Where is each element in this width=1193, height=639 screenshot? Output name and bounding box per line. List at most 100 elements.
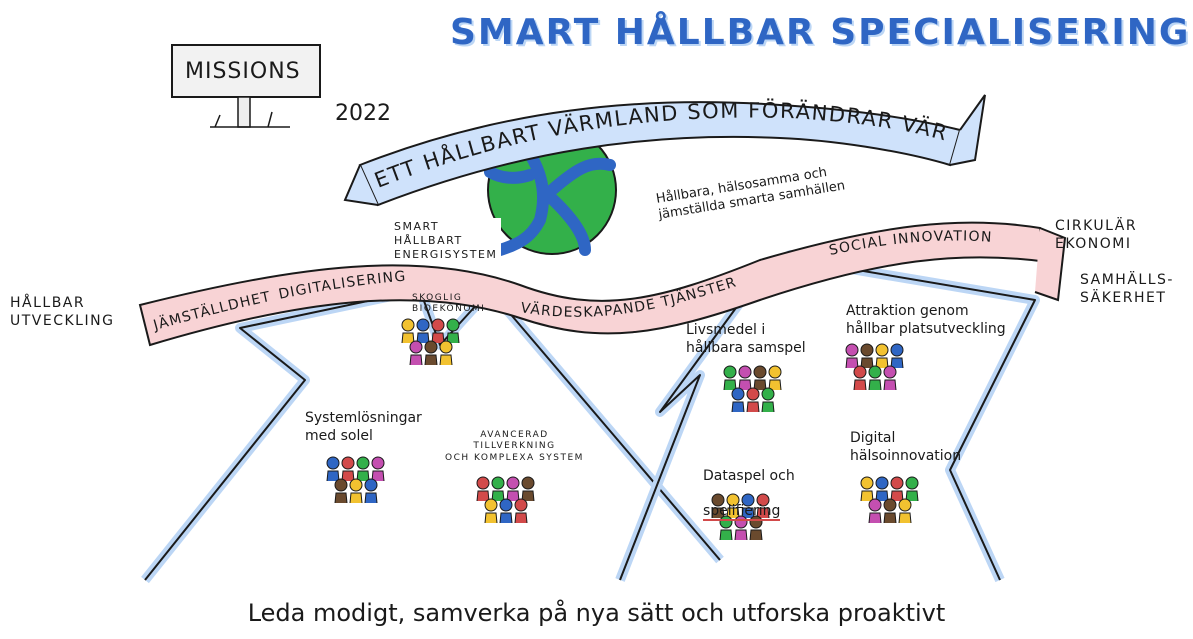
area-attraktion: Attraktion genom hållbar platsutveckling — [846, 303, 1006, 337]
person — [883, 498, 897, 512]
person — [898, 512, 912, 524]
person — [845, 343, 859, 357]
person — [853, 365, 867, 379]
person — [356, 456, 370, 470]
person — [868, 512, 882, 524]
person — [731, 387, 745, 401]
person — [364, 492, 378, 504]
area-digital-halsa: Digital hälsoinnovation — [850, 430, 962, 464]
person — [883, 512, 897, 524]
person — [768, 365, 782, 379]
person — [875, 490, 889, 502]
person — [499, 512, 513, 524]
person — [738, 379, 752, 391]
person — [341, 456, 355, 470]
person — [356, 470, 370, 482]
person — [521, 476, 535, 490]
person — [719, 515, 733, 529]
person — [326, 470, 340, 482]
label-cirkular-ekonomi: CIRKULÄR EKONOMI — [1055, 218, 1138, 252]
person — [734, 529, 748, 541]
people-group — [723, 365, 782, 413]
person — [334, 492, 348, 504]
people-group — [711, 493, 770, 541]
person — [746, 401, 760, 413]
area-livsmedel: Livsmedel i hållbara samspel — [686, 322, 806, 356]
person — [761, 387, 775, 401]
person — [416, 332, 430, 344]
person — [726, 493, 740, 507]
person — [491, 490, 505, 502]
person — [484, 498, 498, 512]
person — [883, 365, 897, 379]
year-label: 2022 — [335, 101, 391, 126]
person — [741, 507, 755, 519]
person — [875, 476, 889, 490]
area-systemlosningar: Systemlösningar med solel — [305, 410, 422, 444]
person — [409, 354, 423, 366]
person — [506, 490, 520, 502]
person — [349, 478, 363, 492]
person — [711, 507, 725, 519]
person — [719, 529, 733, 541]
person — [514, 512, 528, 524]
page-title: SMART HÅLLBAR SPECIALISERING — [450, 12, 1191, 53]
person — [768, 379, 782, 391]
person — [484, 512, 498, 524]
person — [749, 529, 763, 541]
person — [749, 515, 763, 529]
person — [860, 343, 874, 357]
person — [416, 318, 430, 332]
missions-label: MISSIONS — [185, 59, 301, 84]
person — [439, 340, 453, 354]
person — [731, 401, 745, 413]
person — [499, 498, 513, 512]
person — [446, 318, 460, 332]
area-tillverkning: AVANCERAD TILLVERKNING OCH KOMPLEXA SYST… — [445, 430, 584, 463]
person — [424, 340, 438, 354]
area-energisystem: SMART HÅLLBART ENERGISYSTEM — [390, 218, 502, 264]
person — [756, 493, 770, 507]
person — [371, 470, 385, 482]
person — [875, 343, 889, 357]
person — [761, 401, 775, 413]
person — [326, 456, 340, 470]
person — [875, 357, 889, 369]
person — [409, 340, 423, 354]
person — [868, 498, 882, 512]
area-bioekonomi: SKOGLIG BIOEKONOMI — [412, 293, 486, 315]
person — [711, 493, 725, 507]
person — [401, 332, 415, 344]
person — [506, 476, 520, 490]
label-samhallssakerhet: SAMHÄLLS- SÄKERHET — [1080, 272, 1174, 306]
person — [746, 387, 760, 401]
person — [431, 318, 445, 332]
person — [349, 492, 363, 504]
person — [723, 365, 737, 379]
person — [439, 354, 453, 366]
people-group — [860, 476, 919, 524]
person — [371, 456, 385, 470]
person — [738, 365, 752, 379]
person — [424, 354, 438, 366]
person — [845, 357, 859, 369]
person — [883, 379, 897, 391]
person — [868, 379, 882, 391]
person — [898, 498, 912, 512]
person — [446, 332, 460, 344]
person — [401, 318, 415, 332]
person — [853, 379, 867, 391]
person — [341, 470, 355, 482]
person — [860, 490, 874, 502]
person — [734, 515, 748, 529]
person — [476, 490, 490, 502]
person — [723, 379, 737, 391]
person — [491, 476, 505, 490]
person — [868, 365, 882, 379]
person — [905, 490, 919, 502]
person — [521, 490, 535, 502]
person — [905, 476, 919, 490]
person — [756, 507, 770, 519]
person — [890, 357, 904, 369]
